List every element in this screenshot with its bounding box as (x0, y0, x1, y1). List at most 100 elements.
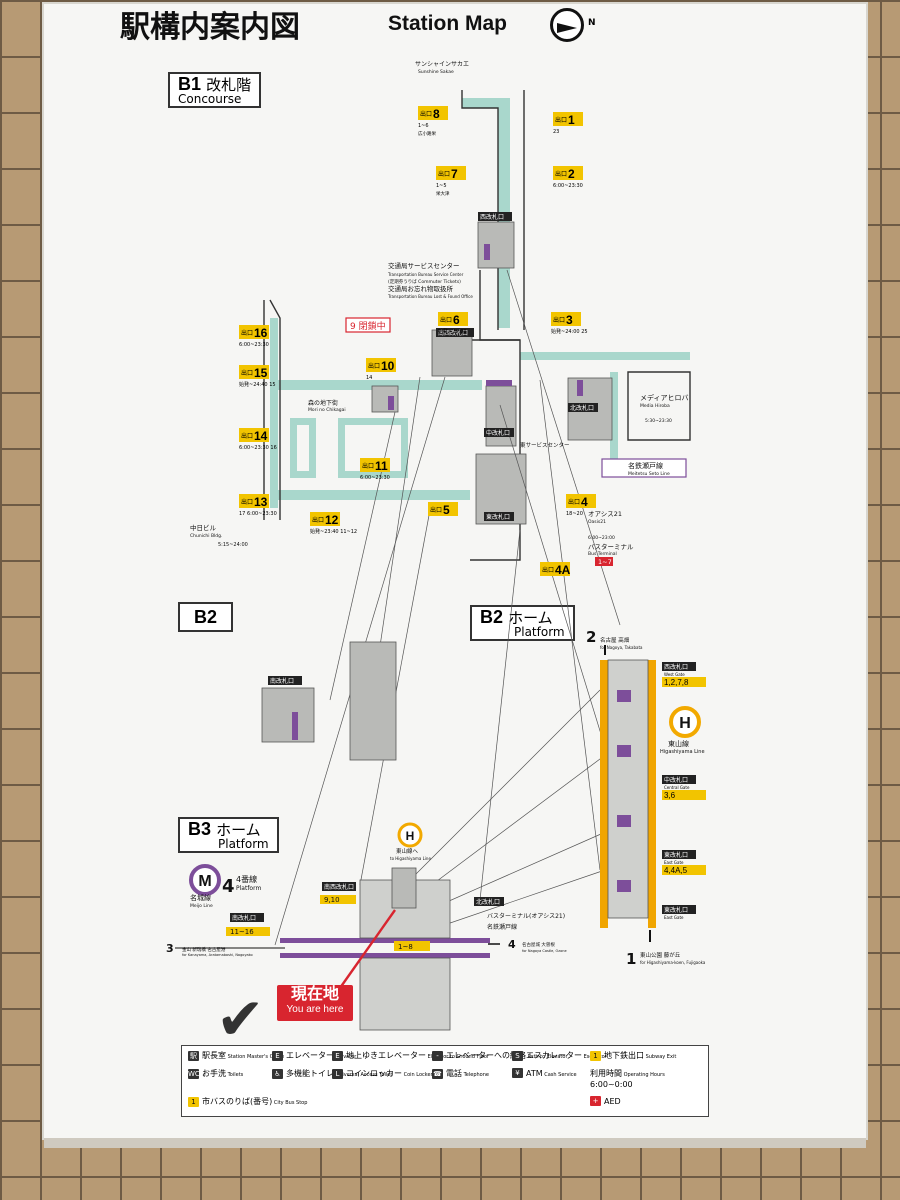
legend-label-en: City Bus Stop (272, 1100, 308, 1106)
legend-item: 駅駅長室 Station Master's Office (188, 1050, 284, 1061)
meijo-logo: M (189, 864, 221, 896)
meijo-mark: M (198, 873, 211, 890)
legend-label: ATM (526, 1068, 543, 1078)
exit-number: 3 (566, 313, 573, 327)
b3-track-en: Platform (236, 885, 261, 892)
chunichi-en: Chunichi Bldg. (190, 533, 222, 539)
exit-prefix: 出口 (362, 462, 374, 470)
exit-number: 2 (568, 167, 575, 181)
level-b1-label: B1 改札階 Concourse (168, 72, 262, 108)
shaft-line (409, 689, 601, 881)
b2-dir1-en: for Higashiyama-koen, Fujigaoka (640, 960, 706, 965)
oasis-label: オアシス21 (588, 510, 622, 518)
mori-stair-block (371, 385, 399, 413)
legend-text: ATM Cash Service (526, 1069, 577, 1078)
stair-blocks (371, 221, 613, 525)
level-b2p-en: Platform (514, 625, 565, 639)
title-english: Station Map (388, 12, 507, 35)
b3-dir3-en: for Kanayama, Aratamabashi, Nagoyako (182, 953, 253, 957)
level-b2-label: B2 (178, 602, 234, 632)
oasis-hours: 6:00~23:00 (588, 535, 615, 541)
exit-number: 4A (555, 563, 571, 577)
b3-seto: 名鉄瀬戸線 (487, 923, 517, 931)
level-b1-jp: 改札階 (206, 76, 252, 94)
legend-item: 6:00~0:00 (590, 1080, 633, 1089)
b2-dir1-number: 1 (626, 950, 636, 968)
platform (607, 659, 649, 919)
exit-badge (553, 166, 583, 180)
legend-label-en: Station Master's Office (226, 1054, 285, 1060)
wall-core (470, 339, 521, 561)
exit-badge (239, 494, 269, 508)
b3-line-jp: 名城線 (190, 893, 211, 902)
legend-icon: 1 (590, 1050, 601, 1061)
you-are-here-en: You are here (286, 1004, 344, 1015)
legend-label-en: Coin Lockers (402, 1072, 436, 1078)
b2-dir2-number: 2 (586, 628, 596, 646)
passage-top (462, 98, 498, 108)
b3-dir4-number: 4 (508, 938, 516, 951)
service-center-tickets: (定期券うりば Commuter Tickets) (388, 278, 461, 285)
legend-icon: 1 (188, 1096, 199, 1107)
exit-prefix: 出口 (555, 116, 567, 124)
exit-prefix: 出口 (553, 316, 565, 324)
legend-label: コインロッカー (346, 1069, 402, 1078)
b2-gate-exits: 4,4A,5 (664, 866, 688, 875)
sunshine-en: Sunshine Sakae (418, 69, 454, 75)
to-h-mark: H (406, 829, 415, 843)
shaft-line (479, 529, 521, 901)
oasis-en: Oasis21 (588, 519, 606, 525)
legend-text: 駅長室 Station Master's Office (202, 1050, 284, 1061)
exit-prefix: 出口 (241, 432, 253, 440)
legend-label: AED (604, 1096, 621, 1106)
b2-platform (600, 645, 656, 942)
legend-item: ♿多機能トイレ Universal Access Toilet (272, 1068, 392, 1079)
legend-label-en: Operating Hours (622, 1072, 665, 1078)
b2-gate-exits: 1,2,7,8 (664, 678, 689, 687)
exit-badge (360, 458, 390, 472)
b3-dir4-dest: 名古屋城 大曽根 (522, 941, 555, 948)
busterm-label: バスターミナル (588, 542, 634, 551)
exit-info: 始発~24:40 15 (239, 381, 276, 388)
legend-icon: L (332, 1068, 343, 1079)
exit-badge (566, 494, 596, 508)
exit-info: 6:00~23:30 16 (239, 445, 277, 451)
legend-label: 駅長室 (202, 1051, 226, 1060)
b2-line-en: Higashiyama Line (660, 749, 705, 755)
passage-media (610, 372, 618, 462)
checkmark-icon: ✔ (216, 985, 265, 1053)
media-label: メディアヒロバ (640, 393, 689, 402)
passage-east (520, 352, 690, 360)
level-b1-code: B1 (178, 74, 202, 94)
exit-prefix: 出口 (568, 498, 580, 506)
exit-badge (239, 428, 269, 442)
b2-gate-exit-badge (662, 790, 706, 800)
b2-gate-exit-badge (662, 677, 706, 687)
shaft-line (424, 749, 613, 891)
level-b2p-jp: ホーム (508, 609, 553, 627)
west-gate-block (477, 221, 515, 269)
exit-prefix: 出口 (241, 498, 253, 506)
b2-south-gate-sign (268, 676, 302, 685)
exit-prefix: 出口 (241, 329, 253, 337)
legend-label-en: Cash Service (542, 1071, 577, 1078)
level-b3-code: B3 (188, 819, 212, 839)
north-gate-label: 北改札口 (570, 404, 594, 412)
station-map-board (44, 4, 866, 1138)
shaft-line (499, 404, 613, 771)
b3-line-en: Meijo Line (190, 903, 213, 909)
lost-found-en: Transportation Bureau Lost & Found Offic… (387, 294, 473, 299)
b3-track-no: 4 (222, 876, 235, 897)
sw-gate-sign (436, 328, 474, 337)
central-gate-label: 中改札口 (486, 429, 510, 437)
b3-bus: バスターミナル(オアシス21) (487, 912, 565, 920)
sw-gate-label: 南西改札口 (438, 329, 468, 337)
legend-label-en: Elevator to Ground Floor (426, 1054, 489, 1060)
b2-gate-en: Central Gate (664, 785, 690, 790)
